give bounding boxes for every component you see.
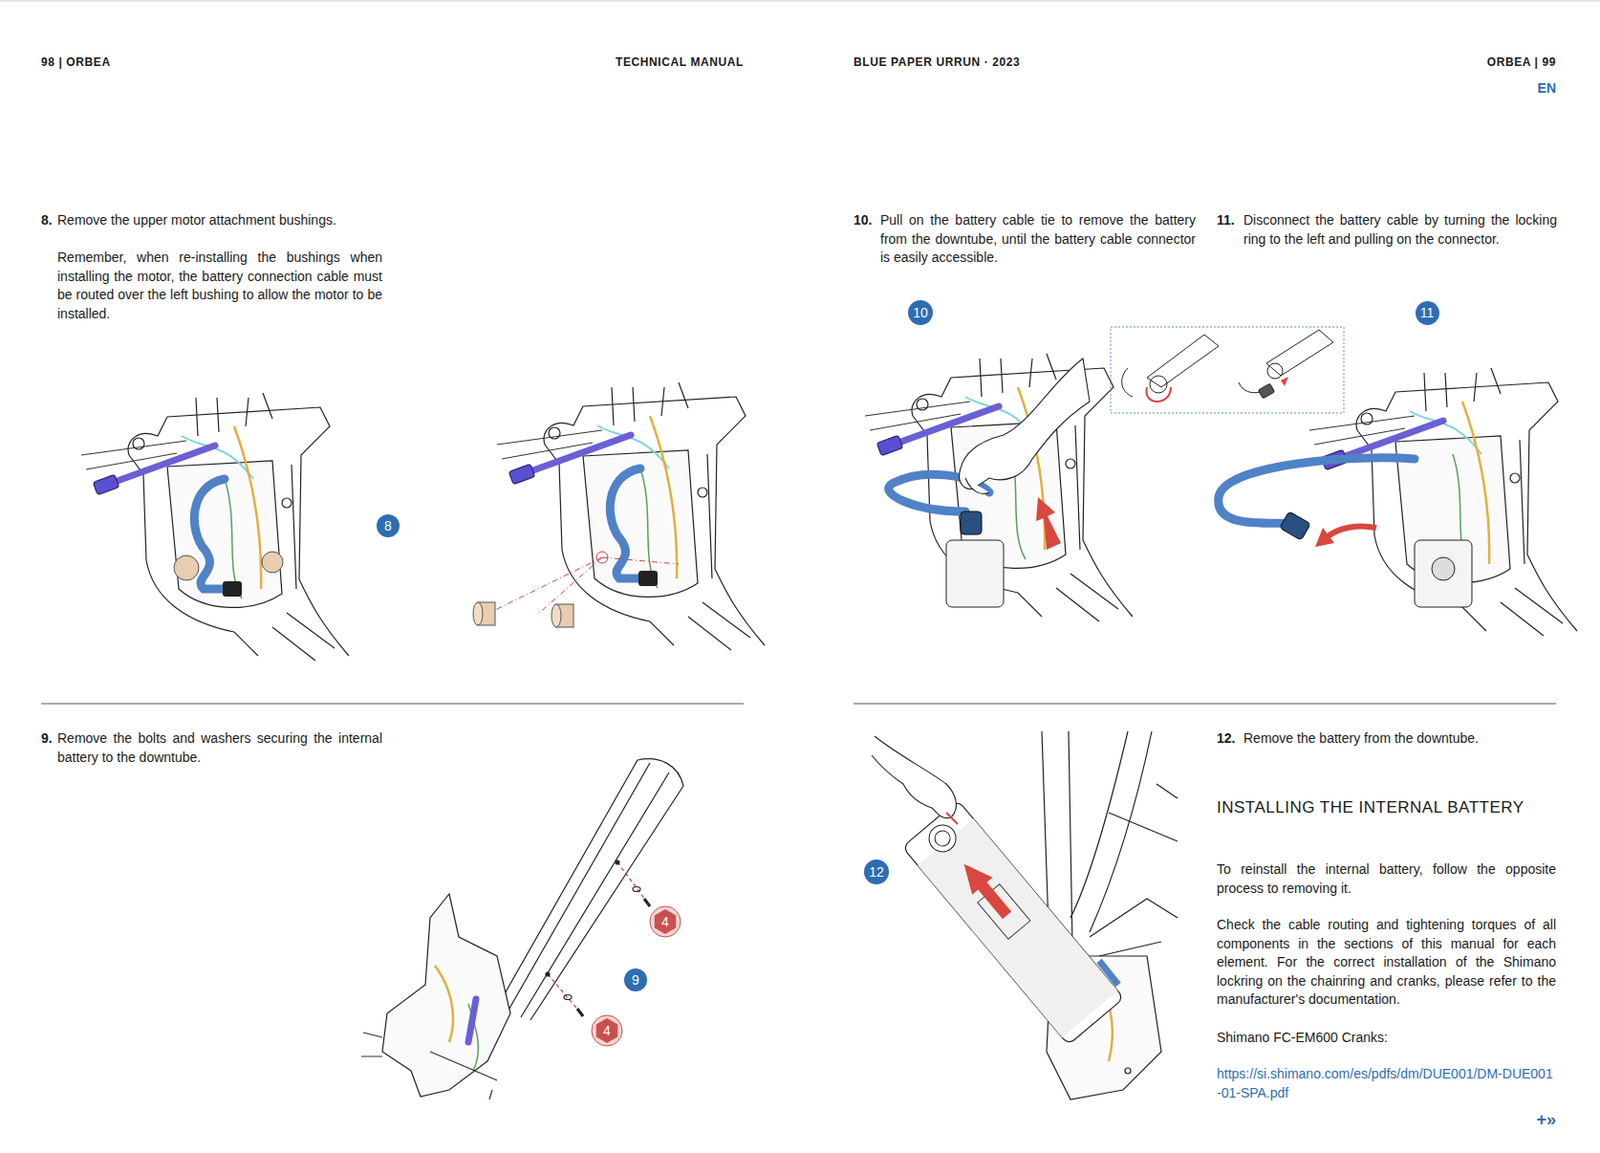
hand <box>959 358 1090 495</box>
callout-number: 9 <box>624 968 648 992</box>
page-header: BLUE PAPER URRUN · 2023 <box>853 55 1160 70</box>
step-number: 10. <box>853 211 883 231</box>
direction-arrow <box>1036 497 1061 550</box>
step-number: 12. <box>1216 729 1246 749</box>
callout-number: 11 <box>1415 301 1440 325</box>
callout-text: 8 <box>384 518 392 533</box>
callout-text: 12 <box>868 864 885 879</box>
badge-ring <box>649 906 681 937</box>
body-text: To reinstall the internal battery, follo… <box>1216 860 1557 898</box>
callout-number: 10 <box>908 300 933 325</box>
inset <box>1110 326 1344 413</box>
callout-number: 12 <box>864 859 889 885</box>
hand <box>871 735 958 824</box>
step-text: Disconnect the battery cable by turning … <box>1243 211 1557 249</box>
callout-circle <box>1415 301 1440 325</box>
hex-badge <box>596 1017 619 1043</box>
motor-figure <box>864 353 1133 622</box>
callout-circle <box>908 300 933 325</box>
page-header: 98 | ORBEA <box>41 55 347 70</box>
badge-ring <box>591 1015 623 1046</box>
direction-arrow <box>1315 527 1335 547</box>
direction-arrow <box>1326 525 1377 538</box>
bushing <box>473 602 574 628</box>
page-header: TECHNICAL MANUAL <box>437 55 744 70</box>
step-text: Remove the battery from the downtube. <box>1243 729 1557 749</box>
torque-badge: 4 <box>651 908 679 935</box>
torque-badge: 4 <box>593 1016 621 1044</box>
page-edge <box>0 0 1600 2</box>
page-header: ORBEA | 99 <box>1250 55 1557 70</box>
body-text: Shimano FC-EM600 Cranks: <box>1216 1028 1557 1048</box>
callout-text: 4 <box>603 1023 611 1038</box>
hex-badge <box>654 908 677 934</box>
step-text: Pull on the battery cable tie to remove … <box>880 211 1196 268</box>
callout-circle <box>864 859 889 885</box>
callout-text: 10 <box>912 305 929 320</box>
frame <box>1041 731 1178 1100</box>
callout-circle <box>376 514 400 538</box>
divider <box>853 703 1557 705</box>
step-number: 11. <box>1216 211 1246 231</box>
divider <box>41 703 744 705</box>
battery <box>902 800 1125 1045</box>
step-text: Remove the upper motor attachment bushin… <box>57 211 383 231</box>
callout-number: 8 <box>376 514 400 538</box>
callout-text: 4 <box>661 914 670 929</box>
callout-circle <box>624 968 648 992</box>
link: https://si.shimano.com/es/pdfs/dm/DUE001… <box>1216 1064 1557 1103</box>
callout-text: 11 <box>1420 305 1435 320</box>
step-text: Remove the bolts and washers securing th… <box>57 729 383 767</box>
language-tag: EN <box>1498 80 1557 98</box>
body-text: Check the cable routing and tightening t… <box>1216 915 1557 1010</box>
downtube-figure <box>361 758 684 1100</box>
note-text: Remember, when re-installing the bushing… <box>57 248 383 324</box>
callout-text: 9 <box>631 972 640 987</box>
section-heading: INSTALLING THE INTERNAL BATTERY <box>1216 797 1561 818</box>
motor-figure <box>81 392 349 661</box>
motor-figure <box>487 382 765 650</box>
motor-figure <box>1218 367 1578 636</box>
continue-mark: +» <box>1498 1108 1557 1131</box>
